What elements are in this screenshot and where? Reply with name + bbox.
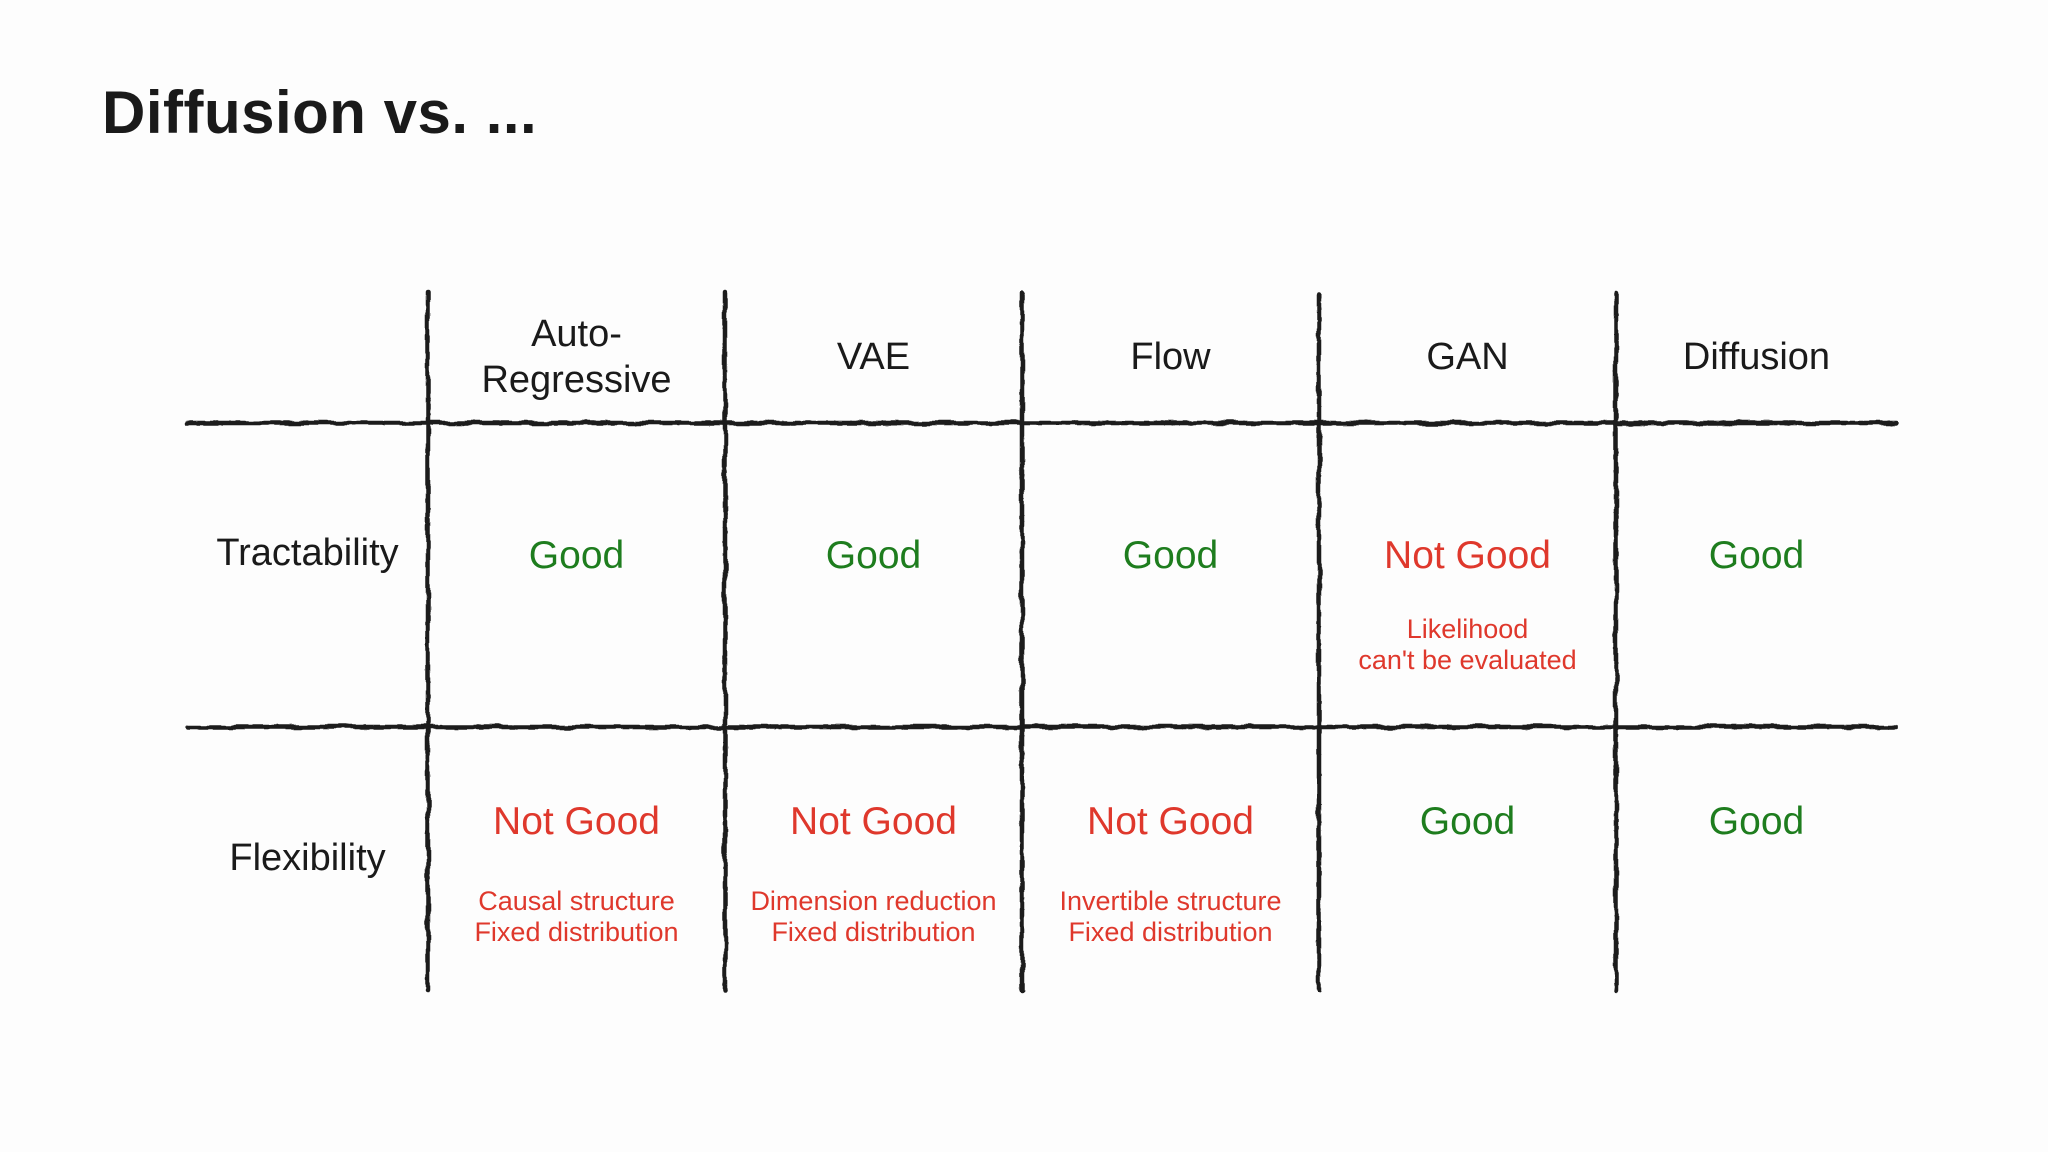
cell-verdict: Good bbox=[1122, 534, 1219, 577]
cell-verdict: Good bbox=[528, 534, 625, 577]
cell-note: Causal structure Fixed distribution bbox=[474, 886, 679, 948]
cell-verdict: Not Good bbox=[790, 800, 957, 843]
column-header-vae: VAE bbox=[836, 336, 911, 379]
column-header-diffusion: Diffusion bbox=[1682, 336, 1831, 379]
cell-note: Dimension reduction Fixed distribution bbox=[750, 886, 997, 948]
column-header-gan: GAN bbox=[1426, 336, 1509, 379]
cell-verdict: Good bbox=[1419, 800, 1516, 843]
row-label-tractability: Tractability bbox=[216, 532, 399, 574]
cell-note: Invertible structure Fixed distribution bbox=[1059, 886, 1282, 948]
cell-note: Likelihood can't be evaluated bbox=[1358, 614, 1577, 676]
column-header-flow: Flow bbox=[1130, 336, 1211, 379]
cell-verdict: Not Good bbox=[1384, 534, 1551, 577]
row-label-flexibility: Flexibility bbox=[229, 837, 386, 879]
cell-verdict: Good bbox=[1708, 534, 1805, 577]
cell-verdict: Good bbox=[1708, 800, 1805, 843]
cell-verdict: Good bbox=[825, 534, 922, 577]
cell-verdict: Not Good bbox=[1087, 800, 1254, 843]
column-header-auto-regressive: Auto- Regressive bbox=[481, 313, 672, 401]
page-title: Diffusion vs. ... bbox=[102, 79, 538, 146]
cell-verdict: Not Good bbox=[493, 800, 660, 843]
